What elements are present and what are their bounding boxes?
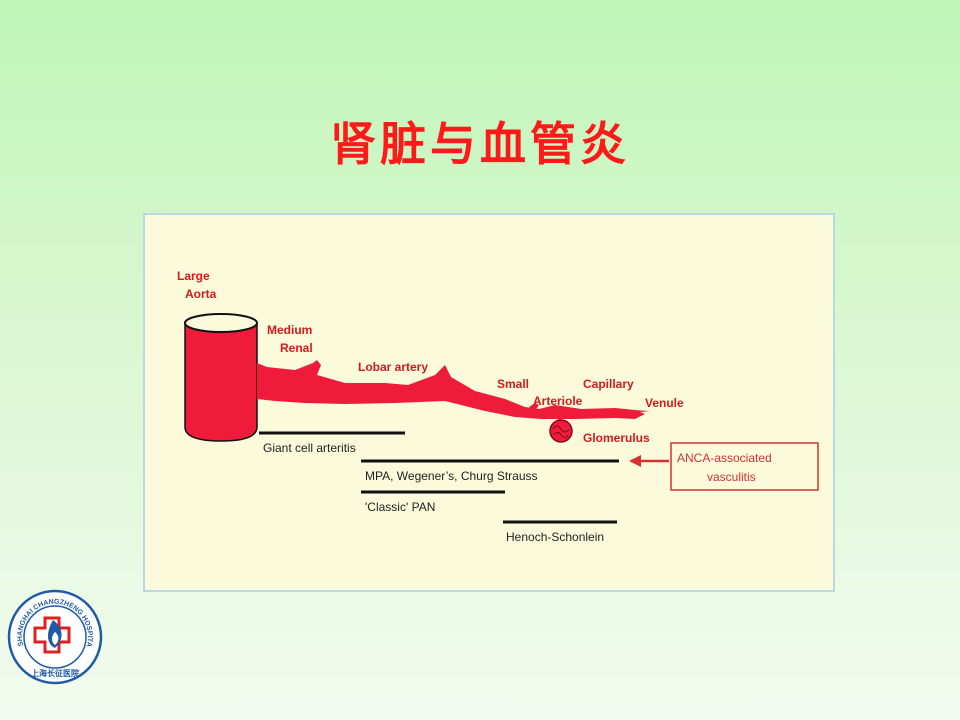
label-classic-pan: 'Classic' PAN: [365, 500, 435, 514]
label-capillary: Capillary: [583, 377, 634, 391]
capillary-branch: [581, 409, 650, 415]
anca-line1: ANCA-associated: [677, 451, 772, 465]
label-renal: Renal: [280, 341, 313, 355]
arteriole-branch: [529, 403, 539, 411]
label-large: Large: [177, 269, 210, 283]
label-aorta: Aorta: [185, 287, 217, 301]
label-giant-cell: Giant cell arteritis: [263, 441, 356, 455]
glomerulus-tuft: [549, 418, 573, 443]
label-mpa: MPA, Wegener’s, Churg Strauss: [365, 469, 538, 483]
label-venule: Venule: [645, 396, 684, 410]
label-henoch: Henoch-Schonlein: [506, 530, 604, 544]
label-arteriole: Arteriole: [533, 394, 583, 408]
aorta-vessel: [184, 313, 258, 442]
anca-box: [670, 442, 819, 491]
logo-bottom-text: 上海长征医院: [31, 668, 79, 678]
hospital-logo: SHANGHAI CHANGZHENG HOSPITAL 上海长征医院: [4, 583, 104, 686]
anca-line2: vasculitis: [707, 470, 756, 484]
label-lobar-artery: Lobar artery: [358, 360, 428, 374]
page-title: 肾脏与血管炎: [330, 117, 630, 171]
label-medium: Medium: [267, 323, 312, 337]
artery-vessel: [257, 360, 645, 419]
vasculitis-diagram: Large Aorta Medium Renal Lobar artery Sm…: [143, 213, 835, 592]
anca-arrow: [629, 455, 669, 467]
label-small: Small: [497, 377, 529, 391]
label-glomerulus: Glomerulus: [583, 431, 650, 445]
